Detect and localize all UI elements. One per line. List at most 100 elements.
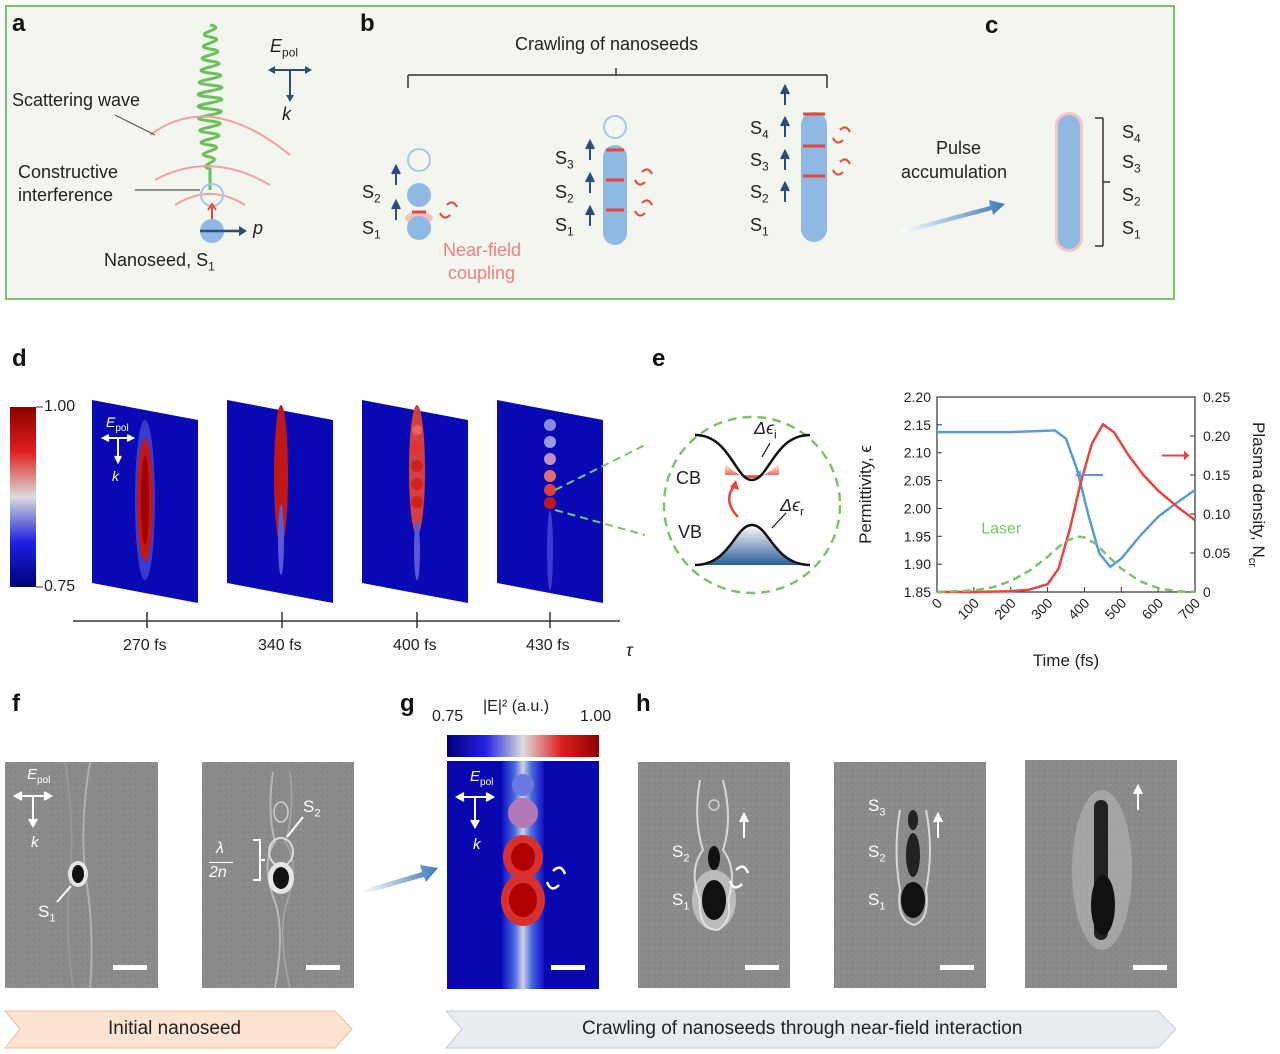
y-left-tick-label: 2.15 [904, 417, 931, 433]
x-tick-label: 300 [1028, 595, 1056, 623]
a-scattering-wave-label: Scattering wave [12, 90, 141, 110]
b-col3-s4: S4 [750, 118, 769, 142]
a-interference-label: interference [18, 185, 114, 205]
e-vb-label: VB [678, 522, 703, 542]
x-tick-label: 700 [1175, 595, 1203, 623]
y-left-tick-label: 1.90 [904, 556, 931, 572]
y-left-tick-label: 2.05 [904, 473, 931, 489]
panel-f-sem-images [5, 762, 354, 989]
d-colorbar [10, 407, 36, 587]
scatter-arc-3 [174, 193, 246, 206]
d-k-label: k [112, 468, 119, 484]
panel-label-d: d [12, 345, 27, 372]
f-to-g-arrow [362, 865, 438, 894]
e-delta-i-label: Δϵi [754, 418, 777, 442]
series-line-2 [936, 535, 1196, 594]
x-tick-label: 100 [954, 595, 982, 623]
a-nanoseed-label: Nanoseed, S1 [104, 250, 215, 274]
g-k-label: k [473, 836, 481, 853]
panel-label-c: c [985, 12, 999, 39]
scatter-arc-1 [149, 115, 291, 156]
panel-h-sem-images [638, 760, 1177, 988]
y-left-tick-label: 2.00 [904, 500, 931, 516]
banners [3, 1010, 1177, 1049]
c-s1: S1 [1122, 218, 1141, 242]
d-tau-label: τ [626, 640, 633, 660]
y-left-tick-label: 2.20 [904, 389, 931, 405]
b-col1-s1: S1 [362, 218, 381, 242]
d-time-270: 270 fs [123, 637, 167, 654]
y-left-tick-label: 1.95 [904, 528, 931, 544]
f-k-label: k [31, 834, 39, 851]
f-s2-label: S2 [303, 797, 321, 820]
c-s2: S2 [1122, 185, 1141, 209]
panel-label-b: b [360, 10, 375, 37]
heatmap-400fs [362, 400, 468, 603]
next-seed-circle [200, 183, 224, 207]
g-cb-min: 0.75 [432, 708, 464, 725]
c-pulse-label: Pulse [936, 138, 982, 158]
panel-a-diagram [114, 23, 312, 243]
x-axis-label: Time (fs) [1033, 651, 1099, 670]
g-colorbar [447, 735, 599, 757]
y-right-tick-label: 0.25 [1203, 389, 1230, 405]
h2-s2-label: S2 [868, 842, 886, 865]
a-constructive-label: Constructive [18, 162, 119, 182]
c-s4: S4 [1122, 122, 1141, 146]
panel-b-diagram [391, 68, 851, 245]
chart-frame [936, 396, 1196, 593]
f-s1-label: S1 [38, 902, 56, 925]
h2-s1-label: S1 [868, 890, 886, 913]
panel-label-a: a [12, 10, 26, 37]
h1-s2-label: S2 [672, 842, 690, 865]
y-right-tick-label: 0 [1203, 584, 1211, 600]
d-time-430: 430 fs [526, 637, 570, 654]
x-tick-label: 500 [1102, 595, 1130, 623]
heatmap-430fs [497, 400, 603, 603]
left-axis-arrowhead [1075, 470, 1081, 480]
right-axis-arrowhead [1183, 450, 1190, 461]
b-col1-s2: S2 [362, 182, 381, 206]
y-right-tick-label: 0.20 [1203, 428, 1230, 444]
panel-g-field-map [447, 735, 599, 989]
f-epol-label: Epol [27, 766, 51, 786]
scattering-waveform [196, 23, 224, 190]
panel-label-g: g [400, 690, 415, 717]
y-left-tick-label: 1.85 [904, 584, 931, 600]
a-p-label: p [253, 218, 264, 238]
banner-initial-nanoseed: Initial nanoseed [108, 1018, 242, 1039]
e-cb-label: CB [676, 468, 702, 488]
b-col2-s2: S2 [555, 182, 574, 206]
d-time-340: 340 fs [258, 637, 302, 654]
b-col2-s3: S3 [555, 148, 574, 172]
x-tick-label: 200 [991, 595, 1019, 623]
c-s3: S3 [1122, 152, 1141, 176]
f-2n-label: 2n [209, 864, 227, 881]
y-right-tick-label: 0.05 [1203, 545, 1230, 561]
x-tick-label: 400 [1065, 595, 1093, 623]
b-col3-s2: S2 [750, 182, 769, 206]
y-left-tick-label: 2.10 [904, 445, 931, 461]
d-epol-label: Epol [106, 414, 129, 434]
g-epol-label: Epol [470, 768, 494, 788]
series-line-0 [937, 429, 1196, 569]
panel-label-f: f [12, 690, 20, 717]
banner-crawling: Crawling of nanoseeds through near-field… [582, 1018, 1023, 1039]
y-left-axis-label: Permittivity, ϵ [856, 445, 875, 544]
a-epol-label: Epol [270, 36, 299, 60]
d-time-400: 400 fs [393, 637, 437, 654]
e-delta-r-label: Δϵr [780, 495, 805, 519]
f-fraction-bar [209, 862, 233, 863]
y-right-axis-label: Plasma density, Ncr [1246, 422, 1268, 567]
a-k-label: k [282, 104, 291, 124]
y-right-tick-label: 0.15 [1203, 467, 1230, 483]
d-colorbar-max: 1.00 [44, 398, 76, 415]
panel-label-h: h [636, 690, 651, 717]
f-lambda-label: λ [216, 840, 224, 857]
scatter-arc-2 [154, 165, 271, 186]
h2-s3-label: S3 [868, 796, 886, 819]
panel-d-heatmaps [10, 400, 645, 628]
g-cb-title: |E|² (a.u.) [483, 698, 550, 715]
heatmap-340fs [227, 400, 333, 603]
panel-label-e: e [652, 345, 666, 372]
